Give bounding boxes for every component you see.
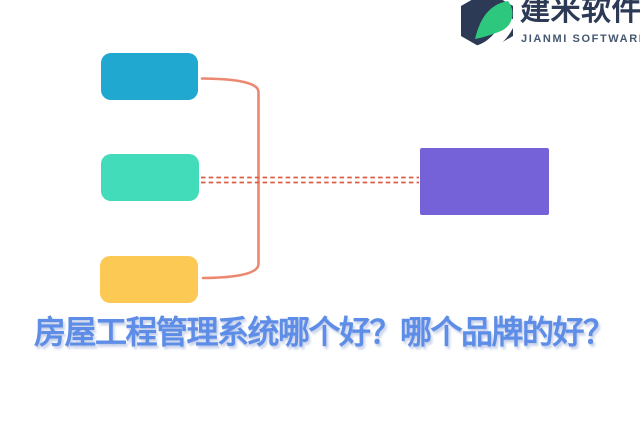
diagram-node-bottom [100,256,198,303]
brand-subtitle: JIANMI SOFTWARE [521,33,640,45]
diagram-node-main [420,148,549,215]
jianmi-logo-icon [458,0,516,54]
diagram-node-top [101,53,198,100]
diagram-node-middle [101,154,199,201]
brand-logo: 建米软件 JIANMI SOFTWARE [458,0,640,58]
brand-name: 建米软件 [520,0,640,27]
page-title: 房屋工程管理系统哪个好？哪个品牌的好？ [34,314,615,350]
bracket-connector [200,77,260,280]
